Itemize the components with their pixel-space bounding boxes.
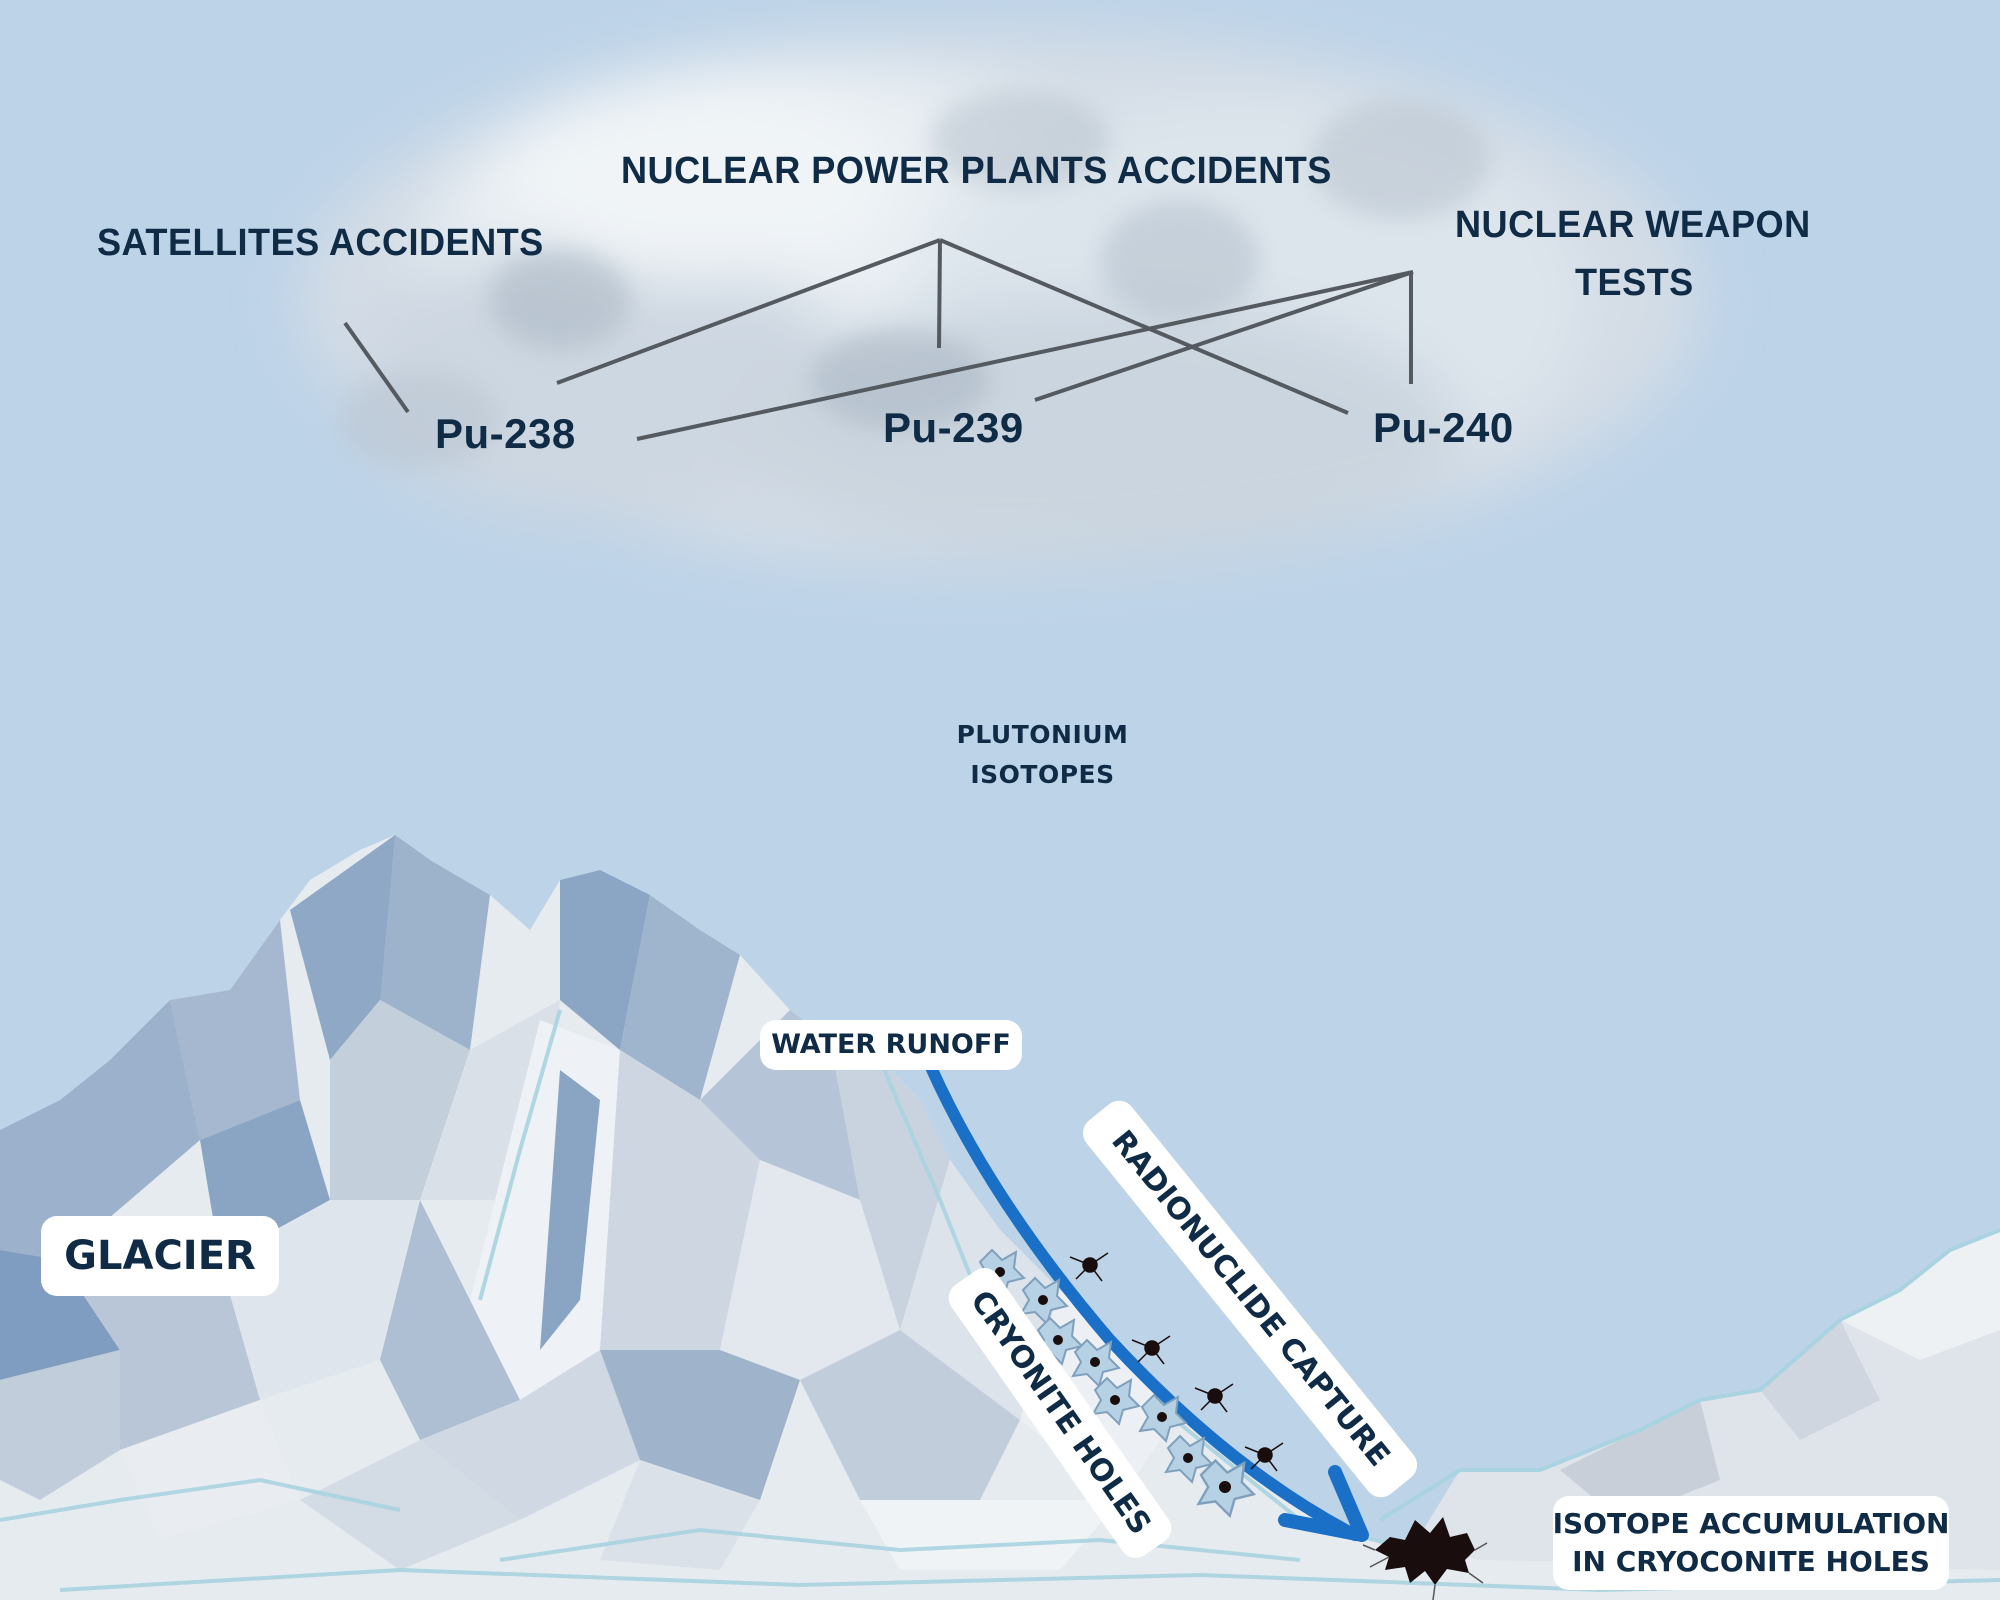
cryoconite-hole <box>1362 1517 1488 1600</box>
cryonite-hole-marks <box>976 1248 1257 1519</box>
source-nuclear-power-plants-accidents: NUCLEAR POWER PLANTS ACCIDENTS <box>621 150 1332 192</box>
plutonium-isotopes-line2: ISOTOPES <box>970 760 1115 789</box>
glacier-label: GLACIER <box>41 1216 279 1296</box>
connector-nwt-pu238 <box>636 270 1414 441</box>
source-nuclear-weapon-tests-line2: TESTS <box>1575 262 1694 304</box>
arrowhead <box>1278 1465 1369 1542</box>
isotope-accumulation-line2: IN CRYOCONITE HOLES <box>1572 1545 1930 1578</box>
source-nuclear-weapon-tests-line1: NUCLEAR WEAPON <box>1455 204 1811 246</box>
connector-npp-pu240 <box>939 238 1349 415</box>
plutonium-isotopes-line1: PLUTONIUM <box>956 720 1129 749</box>
connector-satellites-pu238 <box>343 321 410 414</box>
isotope-accumulation-label: ISOTOPE ACCUMULATION IN CRYOCONITE HOLES <box>1553 1496 1949 1590</box>
isotope-pu238: Pu-238 <box>435 410 576 457</box>
water-runoff-label: WATER RUNOFF <box>760 1020 1022 1070</box>
source-satellites-accidents: SATELLITES ACCIDENTS <box>97 222 544 264</box>
connector-npp-pu238 <box>556 238 941 385</box>
plutonium-isotopes-label: PLUTONIUM ISOTOPES <box>940 715 1145 795</box>
rain-streaks <box>298 500 1632 1000</box>
connector-nwt-pu239 <box>1034 270 1414 402</box>
isotope-pu239: Pu-239 <box>883 404 1024 451</box>
isotope-accumulation-line1: ISOTOPE ACCUMULATION <box>1552 1507 1950 1541</box>
connector-npp-pu239 <box>937 239 942 349</box>
radionuclide-capture-marks <box>1069 1252 1284 1472</box>
water-runoff-arrow <box>924 1059 1361 1541</box>
isotope-pu240: Pu-240 <box>1373 404 1514 451</box>
